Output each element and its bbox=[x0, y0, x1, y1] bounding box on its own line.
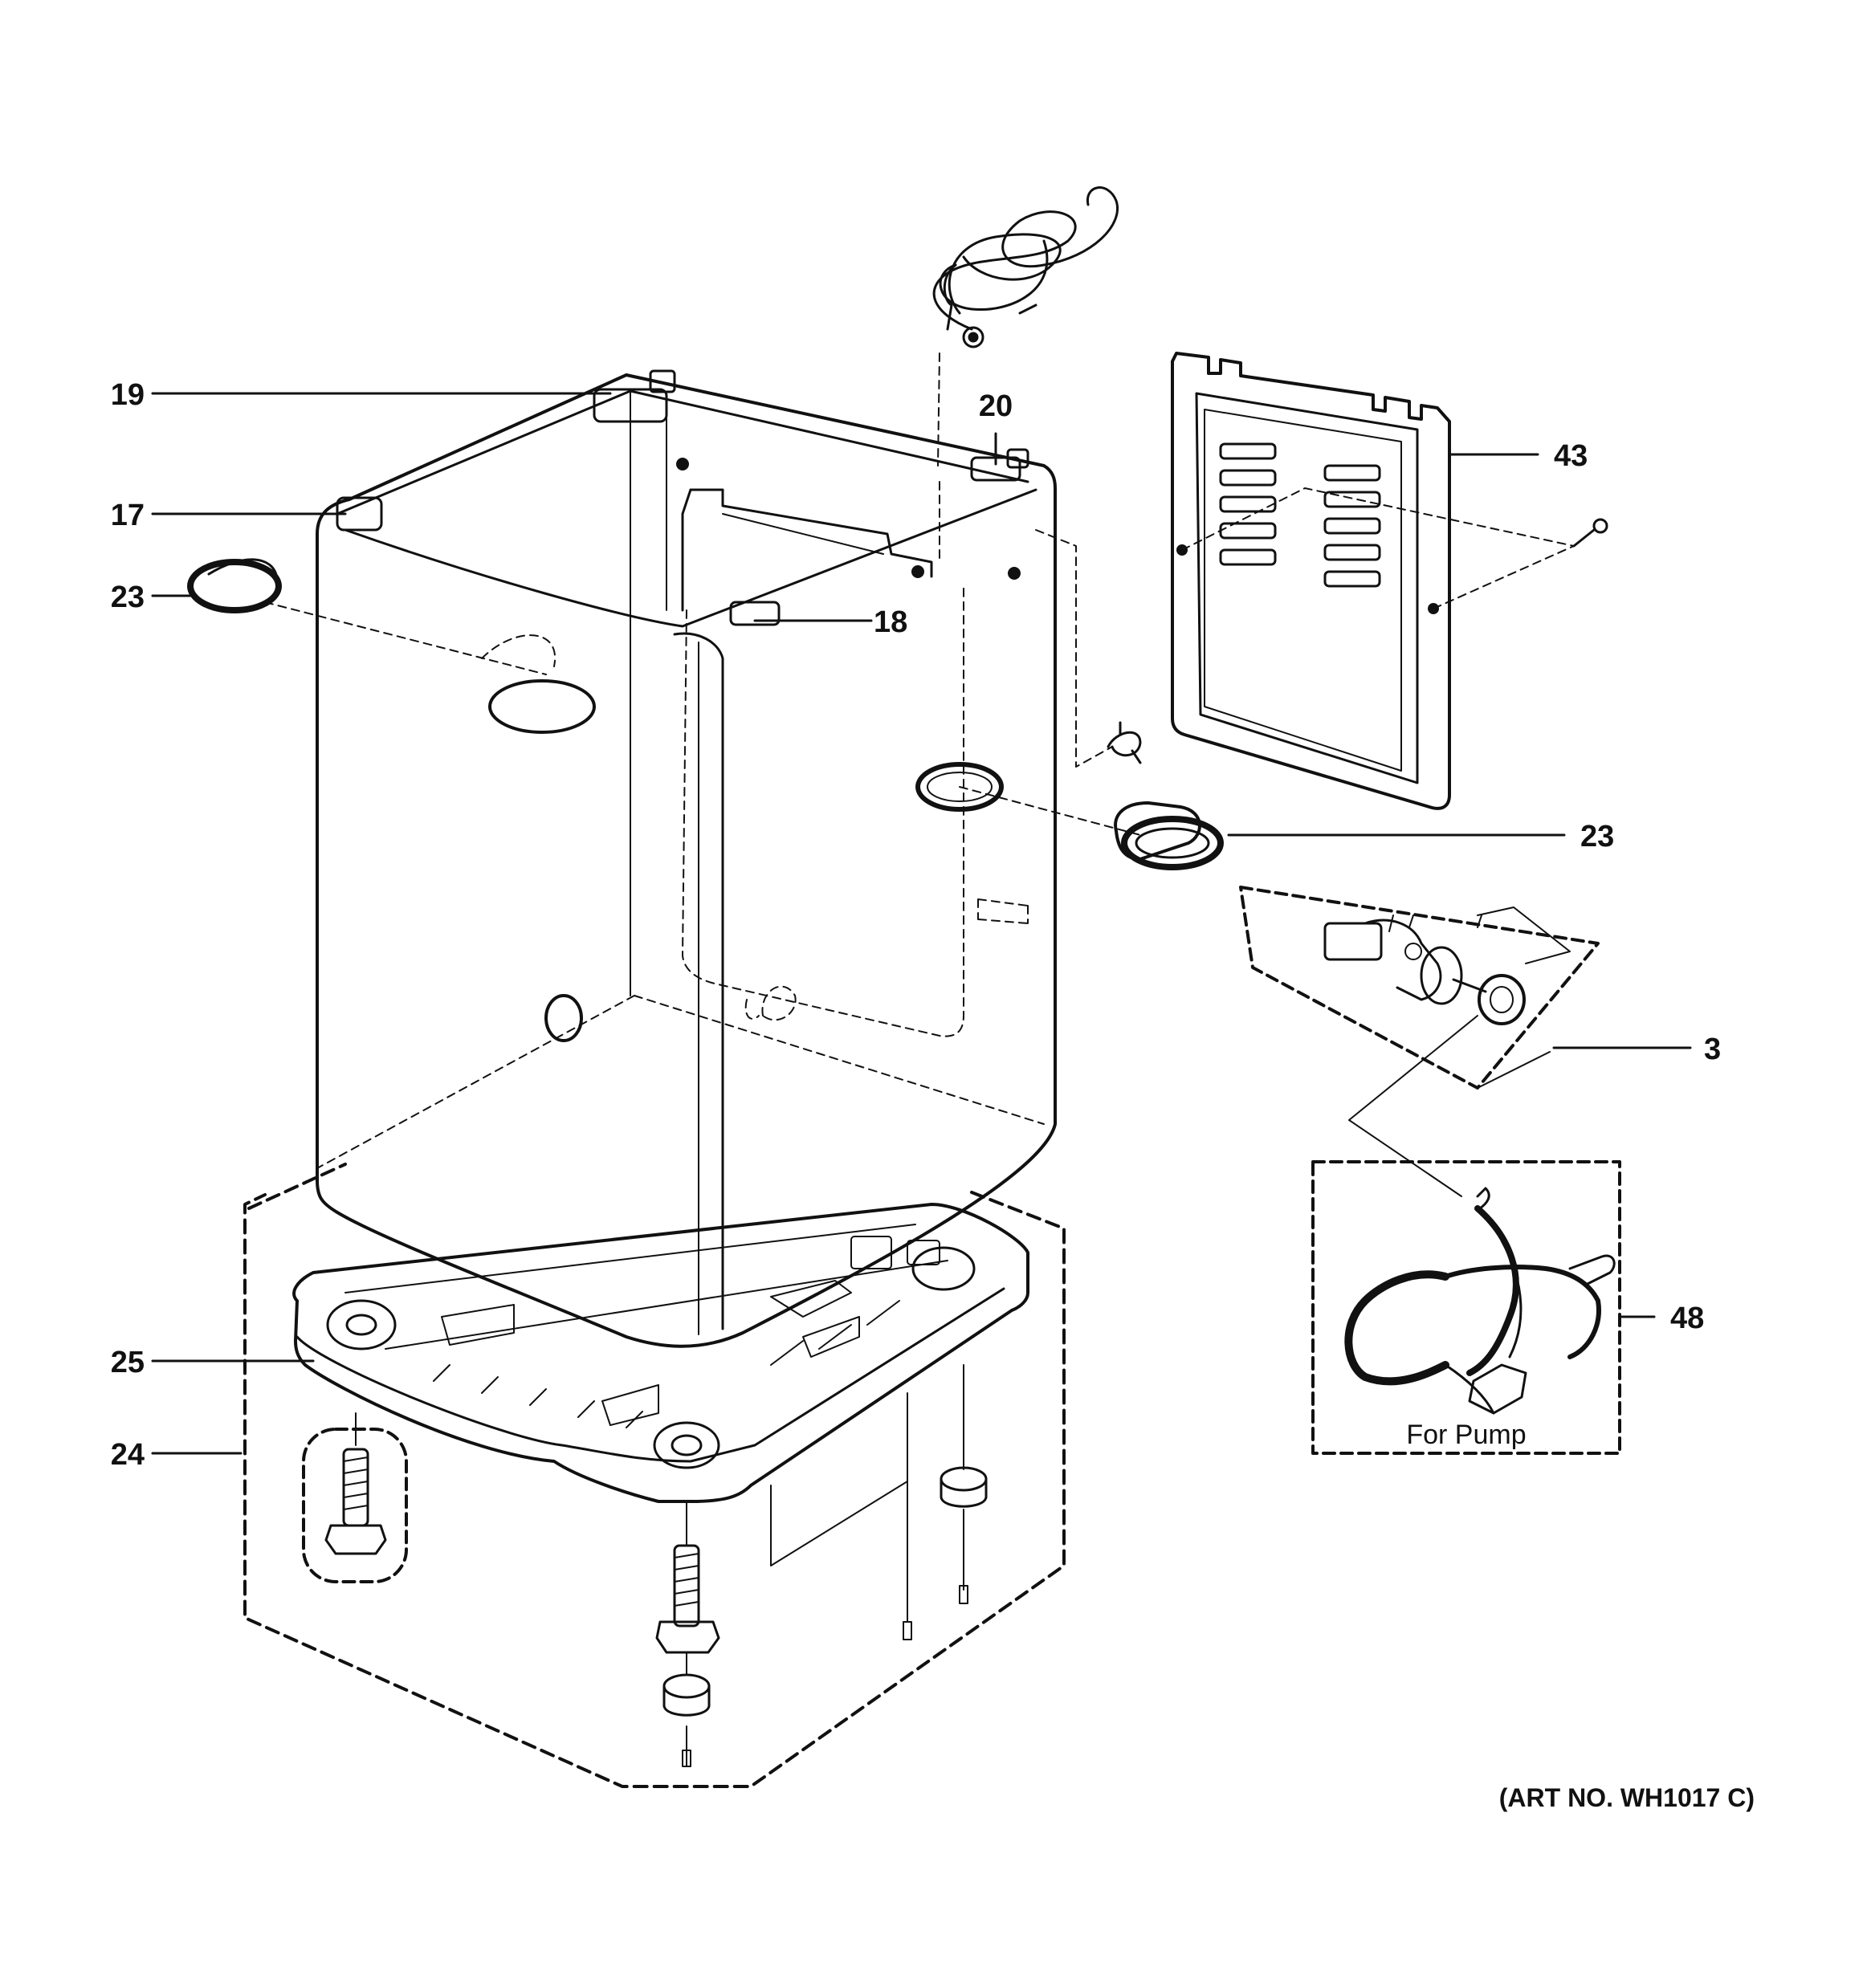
wire-clip bbox=[1107, 721, 1142, 764]
cabinet-hidden-lines bbox=[264, 481, 1141, 1169]
callout-19: 19 bbox=[111, 378, 145, 412]
callout-25: 25 bbox=[111, 1346, 145, 1379]
callout-17: 17 bbox=[111, 499, 145, 532]
art-number: (ART NO. WH1017 C) bbox=[1499, 1783, 1755, 1812]
callout-24: 24 bbox=[111, 1438, 145, 1472]
for-pump-note: For Pump bbox=[1406, 1420, 1526, 1450]
leveling-leg bbox=[655, 1501, 720, 1675]
callout-43: 43 bbox=[1554, 439, 1588, 473]
callout-48: 48 bbox=[1670, 1302, 1704, 1335]
callout-23-right: 23 bbox=[1580, 820, 1614, 853]
base-frame bbox=[292, 1203, 1029, 1503]
foot-pads-and-screws bbox=[662, 1364, 988, 1767]
cabinet bbox=[316, 369, 1057, 1348]
leveling-leg-inset bbox=[302, 1412, 408, 1583]
hole-plug-left bbox=[187, 558, 282, 613]
power-cord bbox=[932, 186, 1119, 466]
callout-23-left: 23 bbox=[111, 581, 145, 614]
callout-18: 18 bbox=[874, 605, 907, 639]
hole-plug-right bbox=[1114, 801, 1224, 870]
leader-lines bbox=[151, 392, 1692, 1455]
callout-3: 3 bbox=[1704, 1033, 1721, 1066]
base-group-outline bbox=[243, 1163, 1066, 1788]
rear-panel bbox=[1171, 352, 1608, 810]
drain-hose bbox=[1311, 1160, 1621, 1455]
pump-assembly bbox=[1239, 886, 1600, 1197]
callout-20: 20 bbox=[979, 389, 1013, 423]
